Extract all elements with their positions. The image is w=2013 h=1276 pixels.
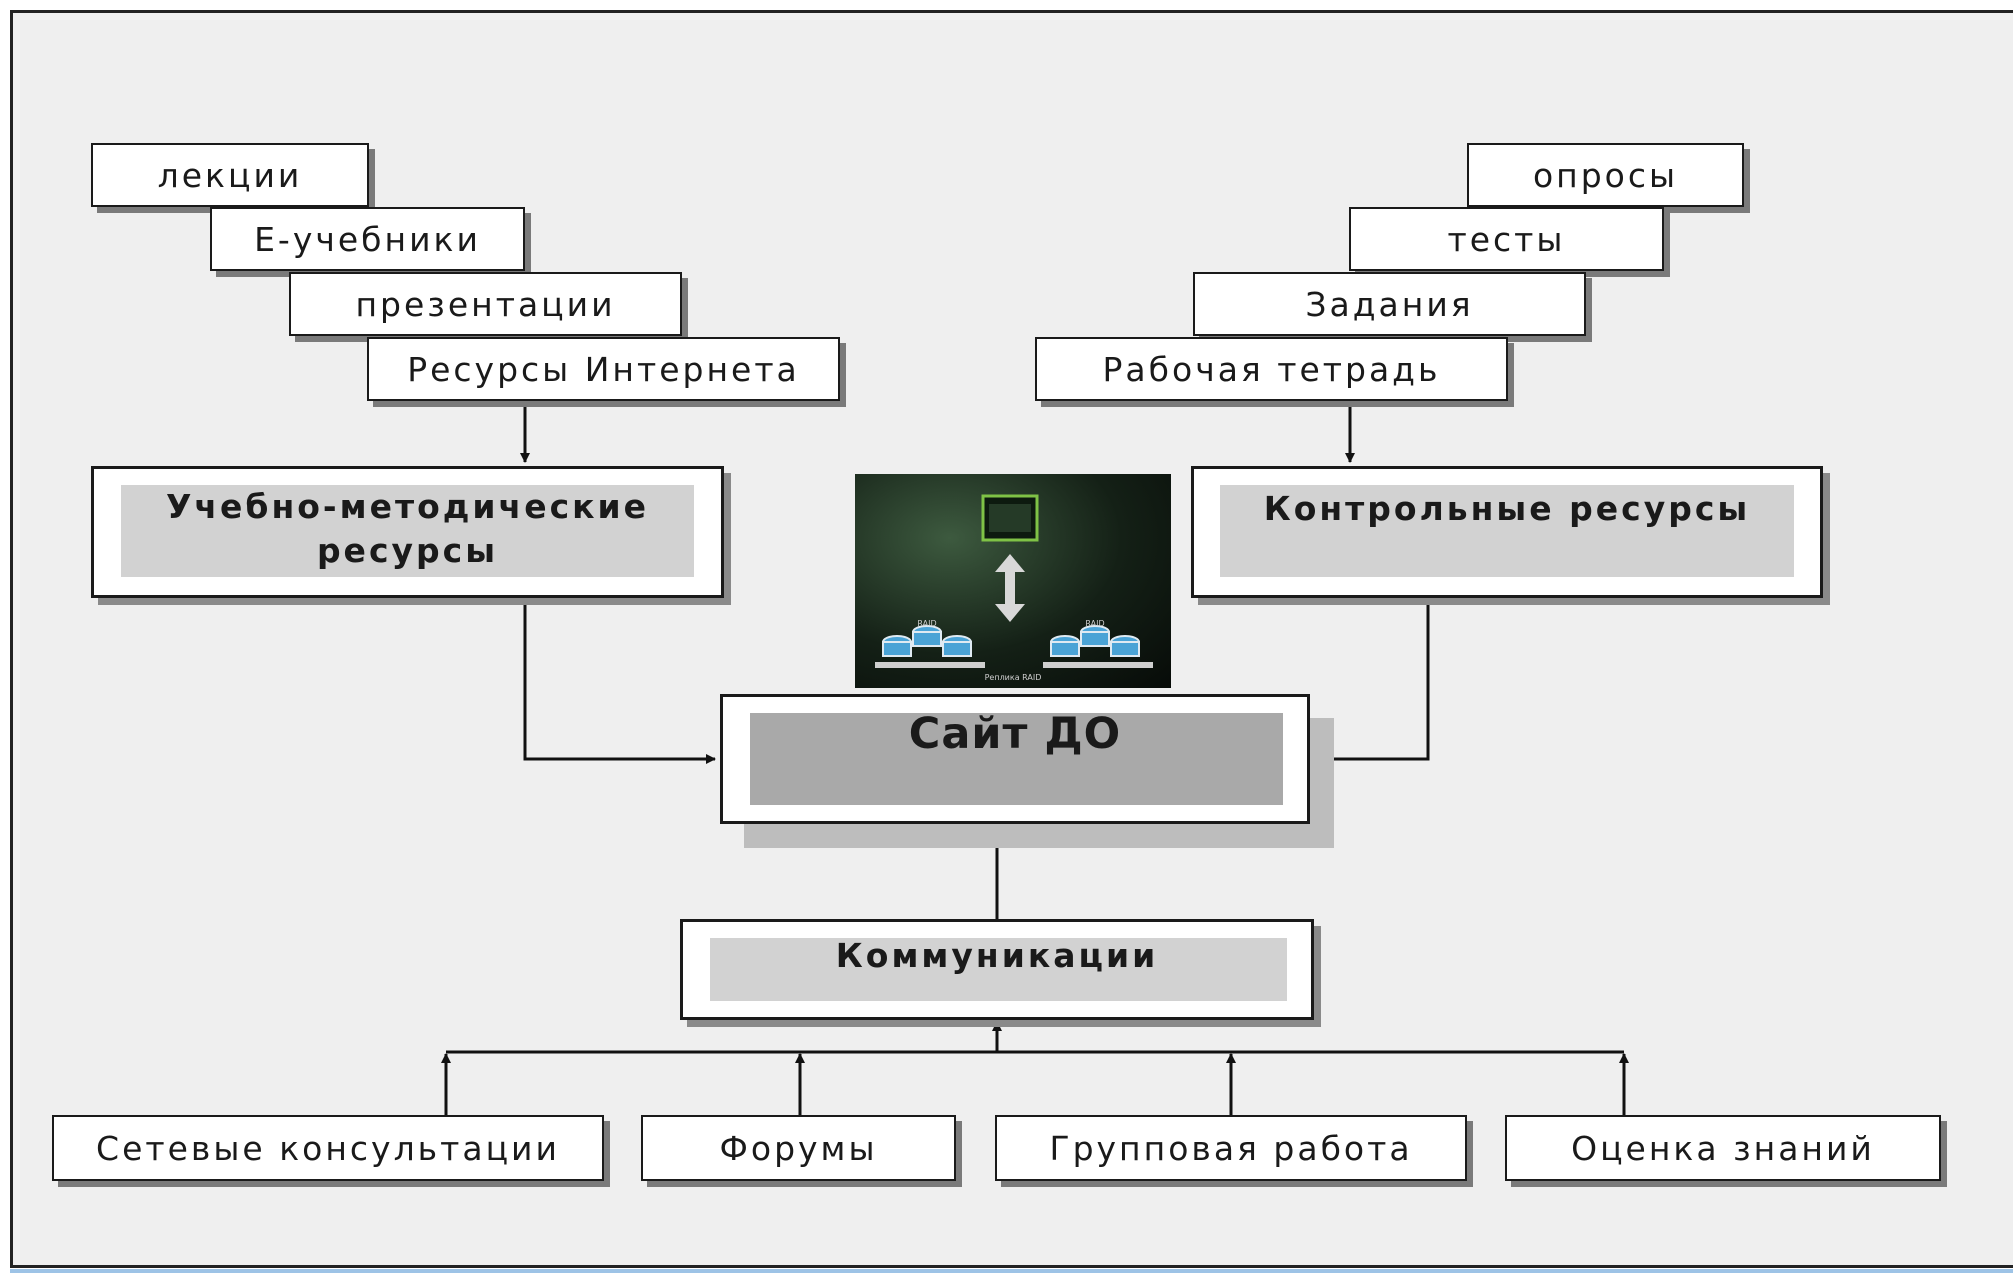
box-do-site: Сайт ДО	[720, 694, 1310, 824]
control-resources-label: Контрольные ресурсы	[1263, 489, 1751, 528]
box-lectures: лекции	[91, 143, 369, 207]
server-storage-icon: RAID RAID Реплика RAID	[875, 494, 1153, 682]
box-group-work: Групповая работа	[995, 1115, 1467, 1181]
arrow-right-main-to-center	[1311, 598, 1430, 764]
box-assignments: Задания	[1193, 272, 1586, 336]
box-forums: Форумы	[641, 1115, 956, 1181]
box-presentations: презентации	[289, 272, 682, 336]
box-knowledge-assessment: Оценка знаний	[1505, 1115, 1941, 1181]
raid-label-left: RAID	[917, 619, 936, 628]
box-learning-resources: Учебно-методические ресурсы	[91, 466, 724, 598]
box-e-textbooks: Е-учебники	[210, 207, 525, 271]
do-site-label: Сайт ДО	[908, 709, 1122, 759]
raid-replica-label: Реплика RAID	[985, 673, 1042, 682]
box-internet-resources: Ресурсы Интернета	[367, 337, 840, 401]
box-tests: тесты	[1349, 207, 1664, 271]
box-workbook: Рабочая тетрадь	[1035, 337, 1508, 401]
arrow-left-main-to-center	[523, 598, 716, 764]
communications-label: Коммуникации	[835, 936, 1159, 975]
learning-resources-label: Учебно-методические ресурсы	[165, 487, 650, 570]
server-storage-illustration: RAID RAID Реплика RAID	[855, 474, 1171, 688]
box-control-resources: Контрольные ресурсы	[1191, 466, 1823, 598]
raid-label-right: RAID	[1085, 619, 1104, 628]
box-communications: Коммуникации	[680, 919, 1314, 1020]
bottom-accent-line	[10, 1269, 2013, 1273]
box-surveys: опросы	[1467, 143, 1744, 207]
box-online-consultations: Сетевые консультации	[52, 1115, 604, 1181]
